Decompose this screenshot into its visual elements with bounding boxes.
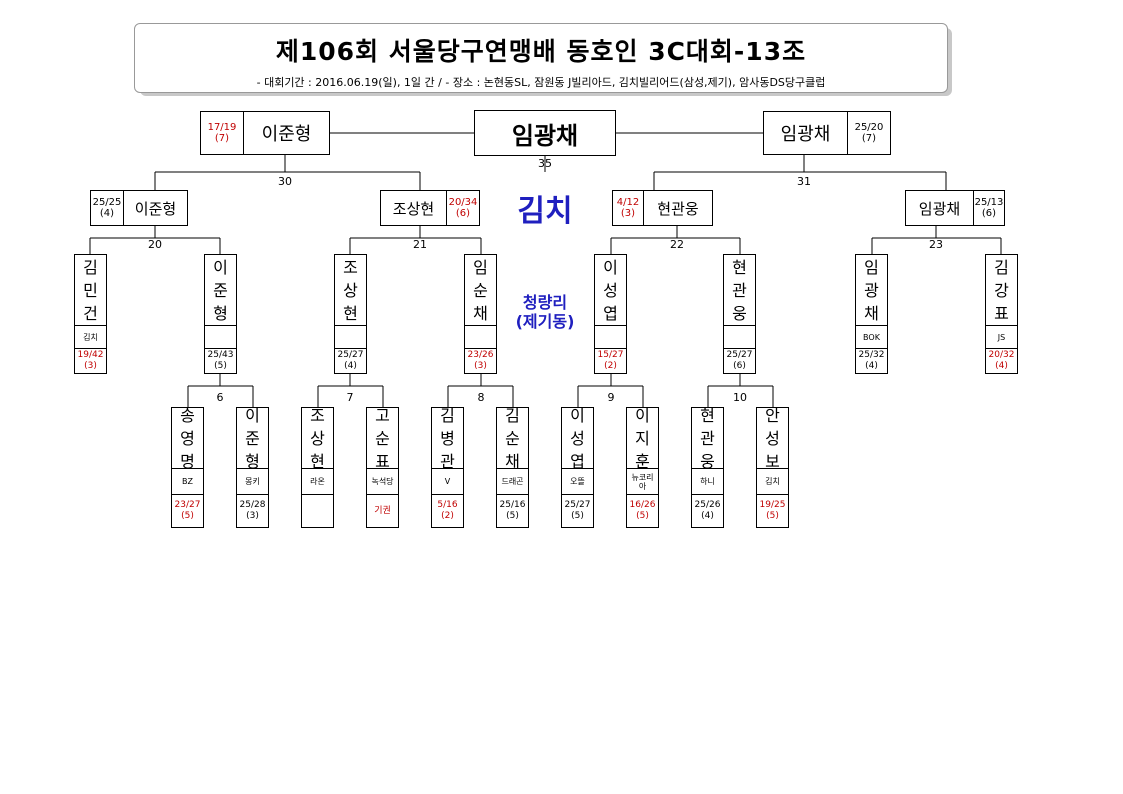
match-number: 21 <box>413 238 427 251</box>
match-number: 6 <box>216 391 224 404</box>
match-number: 22 <box>670 238 684 251</box>
semi-player-a: 25/25(4) 이준형 <box>90 190 188 226</box>
champion-box: 임광채 <box>474 110 616 156</box>
final-left-score: 17/19(7) <box>201 112 244 154</box>
champion-name: 임광채 <box>511 121 579 150</box>
match-number: 31 <box>797 175 811 188</box>
match-number: 9 <box>607 391 615 404</box>
venue-sub: 청량리(제기동) <box>515 293 575 331</box>
final-right-name: 임광채 <box>780 124 831 145</box>
venue-main: 김치 <box>517 194 573 229</box>
match-number: 20 <box>148 238 162 251</box>
match-number: 23 <box>929 238 943 251</box>
match-number: 8 <box>477 391 485 404</box>
page-title: 제106회 서울당구연맹배 동호인 3C대회-13조 <box>275 37 807 66</box>
semi-player-b: 조상현 20/34(6) <box>380 190 480 226</box>
final-right-score: 25/20(7) <box>847 112 890 154</box>
semi-player-c: 4/12(3) 현관웅 <box>612 190 713 226</box>
semi-player-d: 임광채 25/13(6) <box>905 190 1005 226</box>
page-subtitle: - 대회기간 : 2016.06.19(일), 1일 간 / - 장소 : 논현… <box>256 76 826 89</box>
match-number: 35 <box>538 157 552 170</box>
final-right-player: 임광채 25/20(7) <box>763 111 891 155</box>
match-number: 30 <box>278 175 292 188</box>
final-left-name: 이준형 <box>261 124 312 145</box>
match-number: 10 <box>733 391 747 404</box>
match-number: 7 <box>346 391 354 404</box>
title-box: 제106회 서울당구연맹배 동호인 3C대회-13조 - 대회기간 : 2016… <box>134 23 948 93</box>
final-left-player: 17/19(7) 이준형 <box>200 111 330 155</box>
